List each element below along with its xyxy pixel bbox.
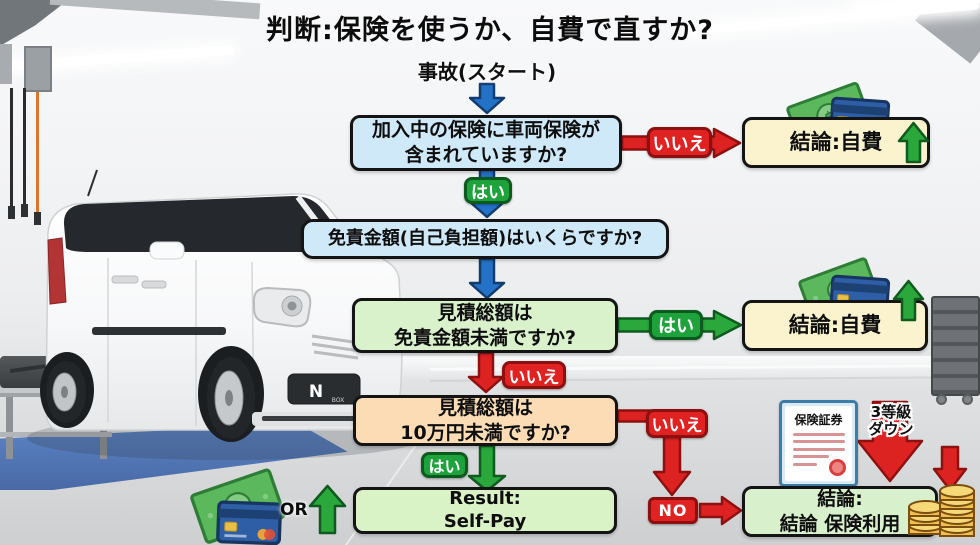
outcome-box-self-pay-mid: 結論:自費 (742, 300, 928, 351)
question-line: 10万円未満ですか? (400, 421, 571, 444)
outcome-text: 結論:自費 (788, 312, 882, 337)
policy-text-line (793, 455, 829, 458)
no-label-q4: いいえ (646, 409, 708, 438)
air-hose-orange (36, 92, 39, 214)
policy-text-line (793, 432, 845, 436)
car-lower-grille (262, 416, 380, 421)
outcome-line: 結論 保険利用 (779, 512, 901, 535)
air-hose (23, 88, 26, 206)
policy-document-icon: 保険証券 (779, 400, 858, 487)
outcome-box-result-self-pay: Result: Self-Pay (353, 487, 617, 534)
outcome-text: 結論:自費 (789, 129, 883, 154)
tool-cabinet-caster (936, 394, 947, 405)
workbench-leg (6, 397, 13, 459)
page-title: 判断:保険を使うか、自費で直すか? (266, 15, 714, 46)
outcome-box-self-pay-top: 結論:自費 (742, 117, 930, 168)
policy-text-line (793, 447, 845, 451)
outcome-line: Self-Pay (443, 510, 527, 532)
car-badge: N (309, 382, 323, 402)
car-badge-sub: BOX (332, 397, 344, 404)
question-line: 加入中の保険に車両保険が (371, 119, 600, 142)
hose-reel (24, 46, 52, 92)
outcome-box-use-insurance: 結論: 結論 保険利用 (742, 486, 938, 537)
car-taillight (47, 237, 67, 305)
car-side-molding (92, 327, 226, 335)
arrow-q4-yes-down (467, 444, 507, 493)
question-line: 免責金額未満ですか? (393, 326, 577, 349)
car-mirror (149, 241, 185, 260)
tool-cabinet-caster (962, 394, 973, 405)
policy-text-line (793, 462, 817, 466)
car-door-handle (111, 275, 139, 284)
question-box-under-100k: 見積総額は 10万円未満ですか? (353, 395, 618, 446)
rank-down-line: ダウン (868, 420, 914, 439)
arrow-no-down (652, 426, 692, 497)
policy-paper: 保険証券 (785, 406, 852, 481)
car-front-grille (287, 373, 361, 405)
car-hub (225, 390, 233, 406)
rank-down-annotation: 3等級 ダウン (854, 403, 928, 439)
question-line: 見積総額は (437, 396, 533, 419)
policy-text-line (793, 440, 845, 443)
question-line: 見積総額は (437, 301, 533, 324)
outcome-line: 結論: (817, 488, 863, 511)
hose-nozzle (21, 204, 28, 217)
question-box-deductible-amount: 免責金額(自己負担額)はいくらですか? (301, 219, 669, 259)
tool-cabinet (931, 296, 980, 396)
hose-reel (0, 44, 12, 84)
yes-label-q1: はい (464, 177, 512, 204)
credit-card-icon (216, 500, 283, 545)
car-antenna (87, 169, 98, 197)
question-box-vehicle-coverage: 加入中の保険に車両保険が 含まれていますか? (350, 115, 622, 171)
arrow-start-down (468, 82, 506, 115)
start-node-label: 事故(スタート) (417, 60, 557, 84)
question-line: 含まれていますか? (404, 144, 568, 166)
rank-down-arrow (856, 400, 924, 483)
no-label-q1: いいえ (647, 127, 712, 158)
arrow-q3-no-down (467, 351, 505, 394)
arrow-q2-down (468, 257, 506, 300)
rank-down-line: 3等級 (870, 403, 912, 421)
car-headlight-bulb (287, 301, 297, 311)
hose-nozzle (34, 212, 41, 225)
policy-title: 保険証券 (794, 413, 843, 427)
or-label: OR (280, 500, 308, 520)
connector-no-right (698, 495, 743, 526)
workbench-shelf (0, 432, 112, 437)
car-window-band (63, 196, 353, 252)
air-hose (10, 88, 13, 208)
car-door-handle (141, 280, 167, 289)
outcome-line: Result: (449, 488, 521, 509)
hose-nozzle (8, 206, 15, 219)
question-line: 免責金額(自己負担額)はいくらですか? (327, 228, 643, 250)
penalty-down-arrow (932, 445, 968, 492)
question-box-estimate-vs-deductible: 見積総額は 免責金額未満ですか? (352, 298, 618, 353)
no-label-q3: いいえ (502, 361, 566, 389)
yes-label-q4: はい (421, 452, 468, 478)
no-en-label: NO (648, 497, 698, 524)
red-stamp-seal-icon (829, 459, 846, 476)
money-icons-bottom: $ (190, 468, 286, 545)
car-hub (61, 386, 68, 398)
yes-label-q3: はい (649, 310, 703, 340)
